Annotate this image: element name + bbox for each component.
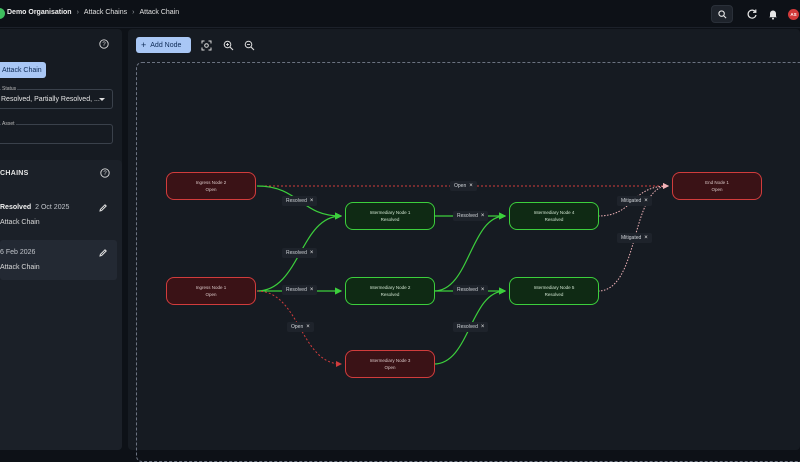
chain-name: Attack Chain	[0, 219, 40, 226]
remove-icon[interactable]: ×	[644, 235, 648, 241]
search-icon	[717, 9, 726, 18]
graph-node[interactable]: Intermediary Node 5 Resolved	[509, 277, 599, 305]
zoom-in-icon[interactable]	[223, 40, 234, 51]
node-status: Open	[205, 187, 217, 192]
status-filter-select[interactable]: Status Resolved, Partially Resolved, ...	[0, 86, 113, 109]
svg-text:?: ?	[102, 42, 106, 48]
edge-label[interactable]: Open×	[287, 322, 314, 332]
search-button[interactable]	[711, 5, 733, 23]
graph-node[interactable]: Intermediary Node 3 Open	[345, 350, 435, 378]
edit-icon[interactable]	[98, 248, 108, 258]
breadcrumb: Demo Organisation › Attack Chains › Atta…	[7, 9, 179, 16]
svg-text:?: ?	[103, 171, 107, 177]
edge-label[interactable]: Resolved×	[453, 211, 489, 221]
graph-node[interactable]: Intermediary Node 1 Resolved	[345, 202, 435, 230]
add-node-label: Add Node	[150, 41, 182, 49]
edge-label[interactable]: Resolved×	[282, 196, 318, 206]
remove-icon[interactable]: ×	[644, 198, 648, 204]
remove-icon[interactable]: ×	[480, 287, 485, 293]
chevron-right-icon: ›	[76, 9, 79, 16]
zoom-out-icon[interactable]	[244, 40, 255, 51]
edge-label[interactable]: Resolved×	[282, 248, 318, 258]
breadcrumb-attack-chains[interactable]: Attack Chains	[83, 9, 128, 16]
edge-label[interactable]: Mitigated×	[617, 233, 652, 243]
graph-node[interactable]: Ingress Node 2 Open	[166, 172, 256, 200]
status-filter-label: Status	[1, 86, 18, 92]
edge-label[interactable]: Mitigated×	[617, 196, 652, 206]
help-icon[interactable]: ?	[100, 168, 110, 178]
fit-view-icon[interactable]	[201, 40, 212, 51]
chain-card[interactable]: 6 Feb 2026 Attack Chain	[0, 240, 117, 280]
add-node-button[interactable]: + Add Node	[136, 37, 191, 53]
edge-label[interactable]: Resolved×	[282, 285, 318, 295]
node-title: Intermediary Node 4	[533, 210, 575, 215]
graph-node[interactable]: Intermediary Node 4 Resolved	[509, 202, 599, 230]
node-status: Open	[205, 292, 217, 297]
caret-down-icon	[99, 98, 105, 101]
chain-date: 2 Oct 2025	[35, 204, 70, 211]
status-filter-value: Resolved, Partially Resolved, ...	[1, 96, 100, 103]
remove-icon[interactable]: ×	[469, 183, 473, 189]
remove-icon[interactable]: ×	[309, 250, 314, 256]
node-status: Resolved	[380, 292, 400, 297]
node-status: Resolved	[380, 217, 400, 222]
asset-filter-label: Asset	[1, 121, 16, 127]
remove-icon[interactable]: ×	[306, 324, 310, 330]
graph-node[interactable]: End Node 1 Open	[672, 172, 762, 200]
node-title: Ingress Node 2	[195, 180, 227, 185]
graph-canvas[interactable]	[136, 62, 800, 462]
chain-status: Resolved	[0, 204, 32, 211]
remove-icon[interactable]: ×	[309, 287, 314, 293]
edge-label[interactable]: Resolved×	[453, 285, 489, 295]
chain-name: Attack Chain	[0, 264, 40, 271]
edit-icon[interactable]	[98, 203, 108, 213]
attack-chain-button[interactable]: Attack Chain	[0, 62, 46, 78]
graph-node[interactable]: Intermediary Node 2 Resolved	[345, 277, 435, 305]
node-status: Open	[384, 365, 396, 370]
asset-filter-input[interactable]: Asset	[0, 121, 113, 144]
avatar[interactable]: AS	[788, 9, 799, 20]
node-title: Intermediary Node 5	[533, 285, 575, 290]
breadcrumb-attack-chain: Attack Chain	[139, 9, 180, 16]
bell-icon[interactable]	[767, 8, 779, 20]
node-title: Intermediary Node 3	[369, 358, 411, 363]
edge-label[interactable]: Resolved×	[453, 322, 489, 332]
remove-icon[interactable]: ×	[309, 198, 314, 204]
canvas-panel: + Add Node	[128, 29, 800, 462]
remove-icon[interactable]: ×	[480, 213, 485, 219]
node-title: Intermediary Node 2	[369, 285, 411, 290]
node-status: Resolved	[544, 217, 564, 222]
help-icon[interactable]: ?	[99, 39, 109, 49]
graph-node[interactable]: Ingress Node 1 Open	[166, 277, 256, 305]
chevron-right-icon: ›	[132, 9, 135, 16]
chains-title: CHAINS	[0, 170, 29, 177]
node-status: Open	[711, 187, 723, 192]
org-logo[interactable]	[0, 8, 5, 19]
node-title: Ingress Node 1	[195, 285, 227, 290]
breadcrumb-org[interactable]: Demo Organisation	[7, 9, 72, 16]
plus-icon: +	[141, 40, 147, 50]
top-bar: Demo Organisation › Attack Chains › Atta…	[0, 0, 800, 28]
chain-date: 6 Feb 2026	[0, 249, 36, 256]
node-title: Intermediary Node 1	[369, 210, 411, 215]
node-status: Resolved	[544, 292, 564, 297]
node-title: End Node 1	[705, 180, 729, 185]
remove-icon[interactable]: ×	[480, 324, 485, 330]
edge-label[interactable]: Open×	[450, 181, 477, 191]
refresh-icon[interactable]	[746, 8, 758, 20]
